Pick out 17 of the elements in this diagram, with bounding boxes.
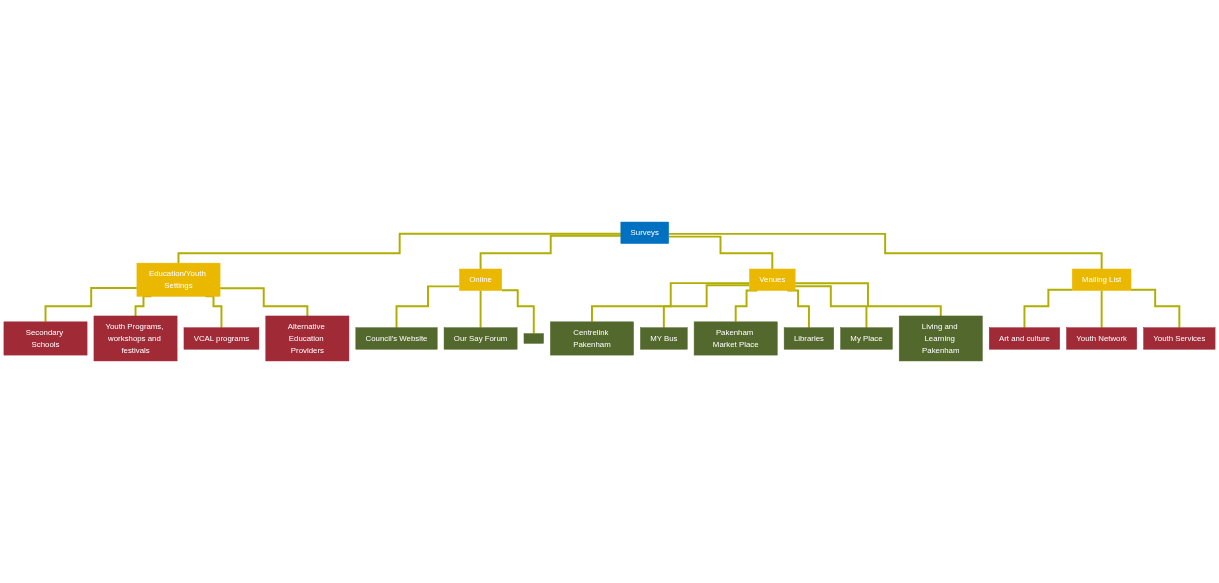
connector <box>794 282 942 317</box>
connector <box>1100 289 1103 329</box>
connector <box>219 287 309 317</box>
connector <box>500 289 535 335</box>
connector <box>479 234 622 270</box>
connector <box>662 284 751 329</box>
node-box <box>523 333 544 344</box>
connector <box>177 232 622 265</box>
connector <box>667 232 1103 270</box>
connector <box>479 289 482 329</box>
connector <box>591 282 751 323</box>
connector <box>794 285 868 329</box>
connector <box>1130 288 1181 329</box>
connector <box>667 235 774 270</box>
connector <box>395 285 461 329</box>
connector <box>44 287 138 323</box>
connector <box>1023 288 1074 329</box>
